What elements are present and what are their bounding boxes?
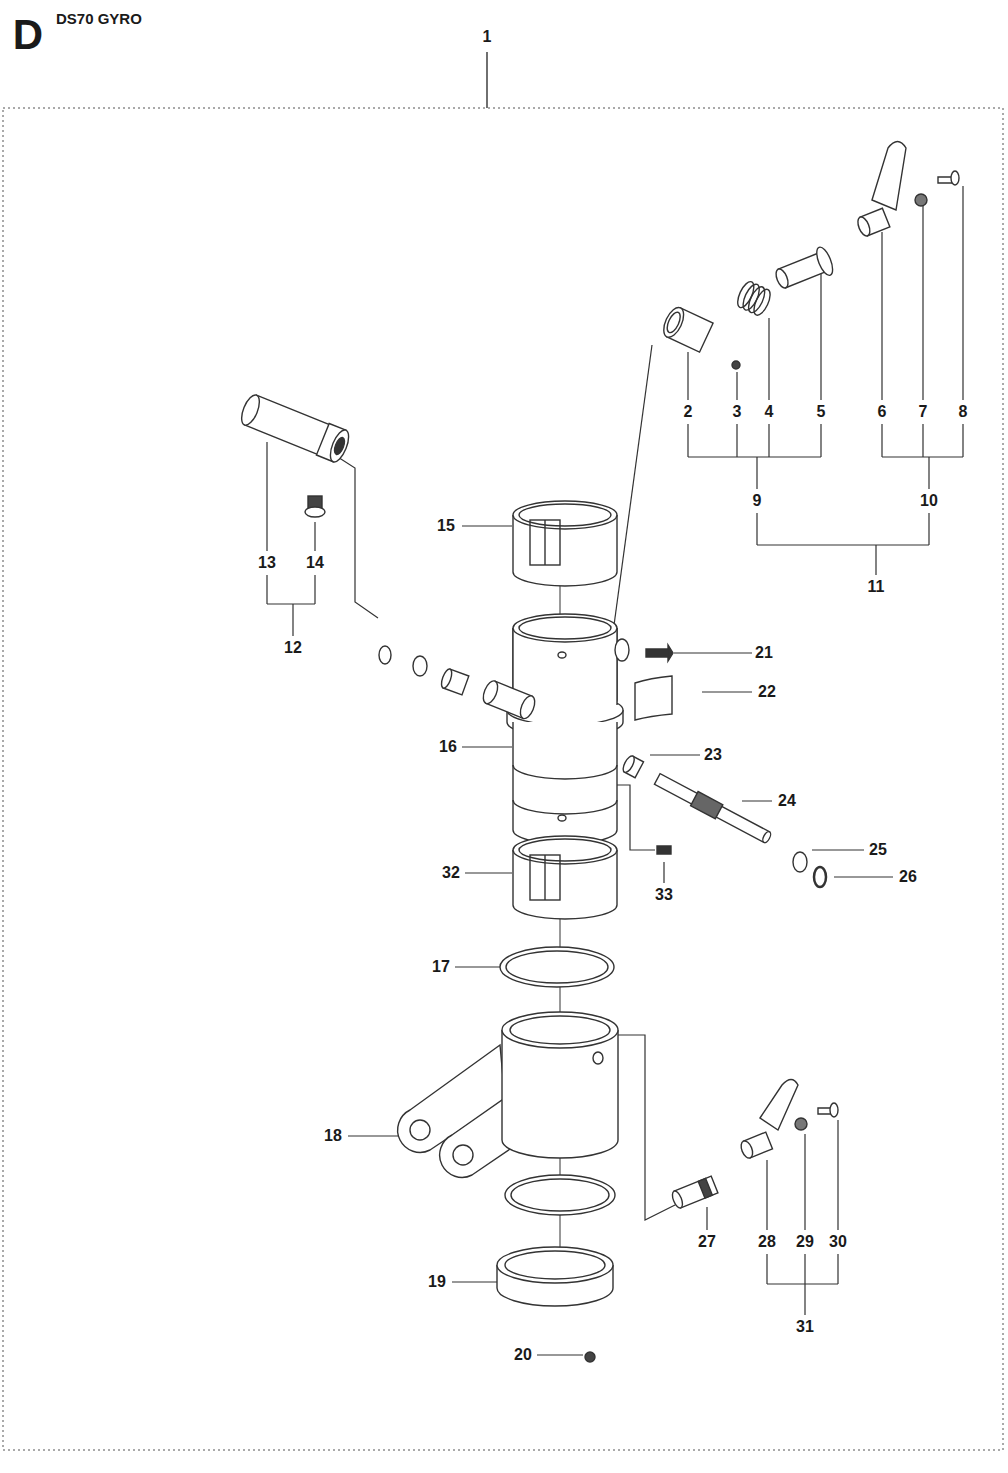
callout-number: 10 xyxy=(920,493,938,509)
callout-number: 14 xyxy=(306,555,324,571)
callout-number: 1 xyxy=(483,29,492,45)
callout-number: 30 xyxy=(829,1234,847,1250)
diagram-title: DS70 GYRO xyxy=(56,10,142,27)
callout-number: 25 xyxy=(869,842,887,858)
callout-number: 11 xyxy=(868,579,885,595)
callout-number: 13 xyxy=(258,555,276,571)
callout-number: 26 xyxy=(899,869,917,885)
callout-number: 17 xyxy=(432,959,450,975)
callout-number: 5 xyxy=(817,404,826,420)
callout-number: 24 xyxy=(778,793,796,809)
callout-number: 8 xyxy=(959,404,968,420)
callout-number: 27 xyxy=(698,1234,716,1250)
callout-number: 33 xyxy=(655,887,673,903)
callout-number: 6 xyxy=(878,404,887,420)
section-letter: D xyxy=(13,14,43,56)
callout-number: 29 xyxy=(796,1234,814,1250)
callout-number: 15 xyxy=(437,518,455,534)
callout-number: 9 xyxy=(753,493,762,509)
callout-number: 28 xyxy=(758,1234,776,1250)
callout-number: 21 xyxy=(755,645,773,661)
callout-number: 16 xyxy=(439,739,457,755)
callout-number: 4 xyxy=(765,404,774,420)
callout-number: 19 xyxy=(428,1274,446,1290)
callout-number: 7 xyxy=(919,404,928,420)
callout-number: 31 xyxy=(796,1319,814,1335)
callout-number: 32 xyxy=(442,865,460,881)
callout-number: 12 xyxy=(284,640,302,656)
callout-number: 22 xyxy=(758,684,776,700)
callout-number: 3 xyxy=(733,404,742,420)
callout-number: 23 xyxy=(704,747,722,763)
callout-number: 2 xyxy=(684,404,693,420)
callout-number: 20 xyxy=(514,1347,532,1363)
callout-number: 18 xyxy=(324,1128,342,1144)
